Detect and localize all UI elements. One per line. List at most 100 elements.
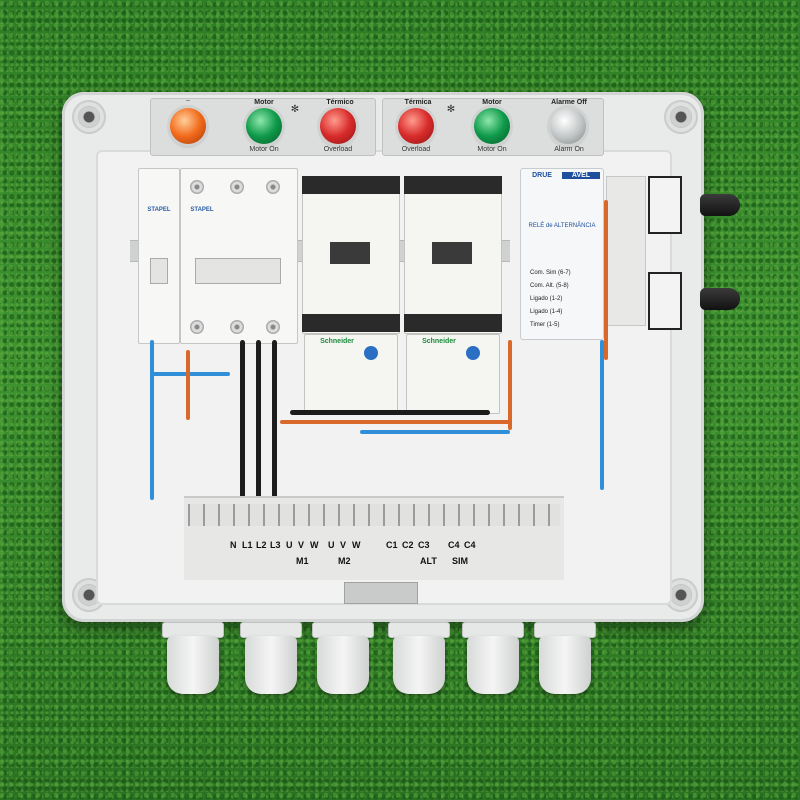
cable-gland — [467, 636, 519, 694]
contactor-terminal-strip — [302, 314, 400, 332]
terminal-label: L1 — [242, 540, 253, 550]
terminal-label: C1 — [386, 540, 398, 550]
breaker-brand: STAPEL — [190, 207, 214, 213]
terminal-label: U — [286, 540, 293, 550]
wire-blue — [360, 430, 510, 434]
relay-status-row: Com. Alt. (5-8) — [530, 283, 569, 289]
wire-blue — [150, 340, 154, 500]
motor-on-label-2: Motor On — [477, 146, 507, 153]
relay-status-row: Com. Sim (6-7) — [530, 270, 571, 276]
wire-blue — [150, 372, 230, 376]
breaker-brand: STAPEL — [147, 207, 171, 213]
motor-label-2: Motor — [482, 99, 502, 106]
fan-icon: ✻ — [290, 104, 300, 115]
contactor-window — [330, 242, 370, 264]
overload-brand: Schneider — [422, 338, 456, 345]
group-label-sim: SIM — [452, 556, 469, 566]
contactor-window — [432, 242, 472, 264]
switch-side-block — [606, 176, 646, 326]
circuit-breaker-3p[interactable] — [180, 168, 298, 344]
termica-label: Térmica — [404, 99, 432, 106]
wire-orange — [508, 340, 512, 430]
contactor-terminal-strip — [404, 314, 502, 332]
relay-model: RELÉ de ALTERNÂNCIA — [528, 223, 596, 229]
wire-black — [272, 340, 277, 500]
terminal-label: W — [352, 540, 361, 550]
wire-black — [256, 340, 261, 500]
cable-gland — [393, 636, 445, 694]
switch-knob[interactable] — [700, 288, 740, 310]
relay-status-row: Timer (1-5) — [530, 322, 560, 328]
terminal-label: C2 — [402, 540, 414, 550]
relay-brand-right: AVEL — [562, 172, 600, 179]
ground-connector — [344, 582, 418, 604]
wire-blue — [600, 340, 604, 490]
alarm-off-label: Alarme Off — [551, 99, 587, 106]
wire-orange — [604, 200, 608, 360]
terminal-screw-row — [188, 504, 560, 526]
wire-black — [290, 410, 490, 415]
breaker-toggle[interactable] — [150, 258, 168, 284]
terminal-screw — [190, 180, 204, 194]
termico-label: Térmico — [326, 99, 354, 106]
terminal-screw — [266, 180, 280, 194]
switch-knob[interactable] — [700, 194, 740, 216]
screw-icon — [670, 584, 692, 606]
screw-icon — [78, 584, 100, 606]
terminal-label: V — [340, 540, 347, 550]
wire-black — [240, 340, 245, 500]
cable-gland — [245, 636, 297, 694]
alternating-relay — [520, 168, 604, 340]
group-label-alt: ALT — [420, 556, 437, 566]
group-label-m2: M2 — [338, 556, 351, 566]
overload-label-2: Overload — [401, 146, 431, 153]
fan-icon: ✻ — [446, 104, 456, 115]
contactor-terminal-strip — [302, 176, 400, 194]
overload-relay-2 — [406, 334, 500, 414]
overload-lamp-2 — [398, 108, 434, 144]
contactor-terminal-strip — [404, 176, 502, 194]
terminal-label: V — [298, 540, 305, 550]
reset-button[interactable] — [364, 346, 378, 360]
selector-switch-1[interactable] — [648, 176, 682, 234]
terminal-label: C3 — [418, 540, 430, 550]
motor-label: Motor — [254, 99, 274, 106]
selector-switch-2[interactable] — [648, 272, 682, 330]
terminal-screw — [190, 320, 204, 334]
terminal-screw — [230, 320, 244, 334]
breaker-toggle[interactable] — [195, 258, 281, 284]
overload-brand: Schneider — [320, 338, 354, 345]
alarm-on-label: Alarm On — [554, 146, 584, 153]
cable-gland — [167, 636, 219, 694]
reset-button[interactable] — [466, 346, 480, 360]
relay-status-row: Ligado (1-2) — [530, 296, 563, 302]
terminal-label: N — [230, 540, 237, 550]
terminal-label: L2 — [256, 540, 267, 550]
wire-orange — [186, 350, 190, 420]
screw-icon — [78, 106, 100, 128]
terminal-label: C4 — [464, 540, 476, 550]
screw-icon — [670, 106, 692, 128]
circuit-breaker-1p[interactable] — [138, 168, 180, 344]
terminal-screw — [266, 320, 280, 334]
cable-gland — [539, 636, 591, 694]
power-lamp — [170, 108, 206, 144]
terminal-screw — [230, 180, 244, 194]
terminal-label: W — [310, 540, 319, 550]
motor-on-lamp-2 — [474, 108, 510, 144]
overload-lamp — [320, 108, 356, 144]
relay-brand-left: DRUE — [532, 172, 552, 179]
terminal-label: L3 — [270, 540, 281, 550]
terminal-label: U — [328, 540, 335, 550]
group-label-m1: M1 — [296, 556, 309, 566]
overload-relay-1 — [304, 334, 398, 414]
terminal-label: C4 — [448, 540, 460, 550]
motor-on-lamp — [246, 108, 282, 144]
wire-orange — [280, 420, 510, 424]
relay-status-row: Ligado (1-4) — [530, 309, 563, 315]
overload-label: Overload — [323, 146, 353, 153]
cable-gland — [317, 636, 369, 694]
motor-on-label: Motor On — [249, 146, 279, 153]
power-tilde-icon: ~ — [185, 98, 191, 105]
alarm-button[interactable] — [550, 108, 586, 144]
